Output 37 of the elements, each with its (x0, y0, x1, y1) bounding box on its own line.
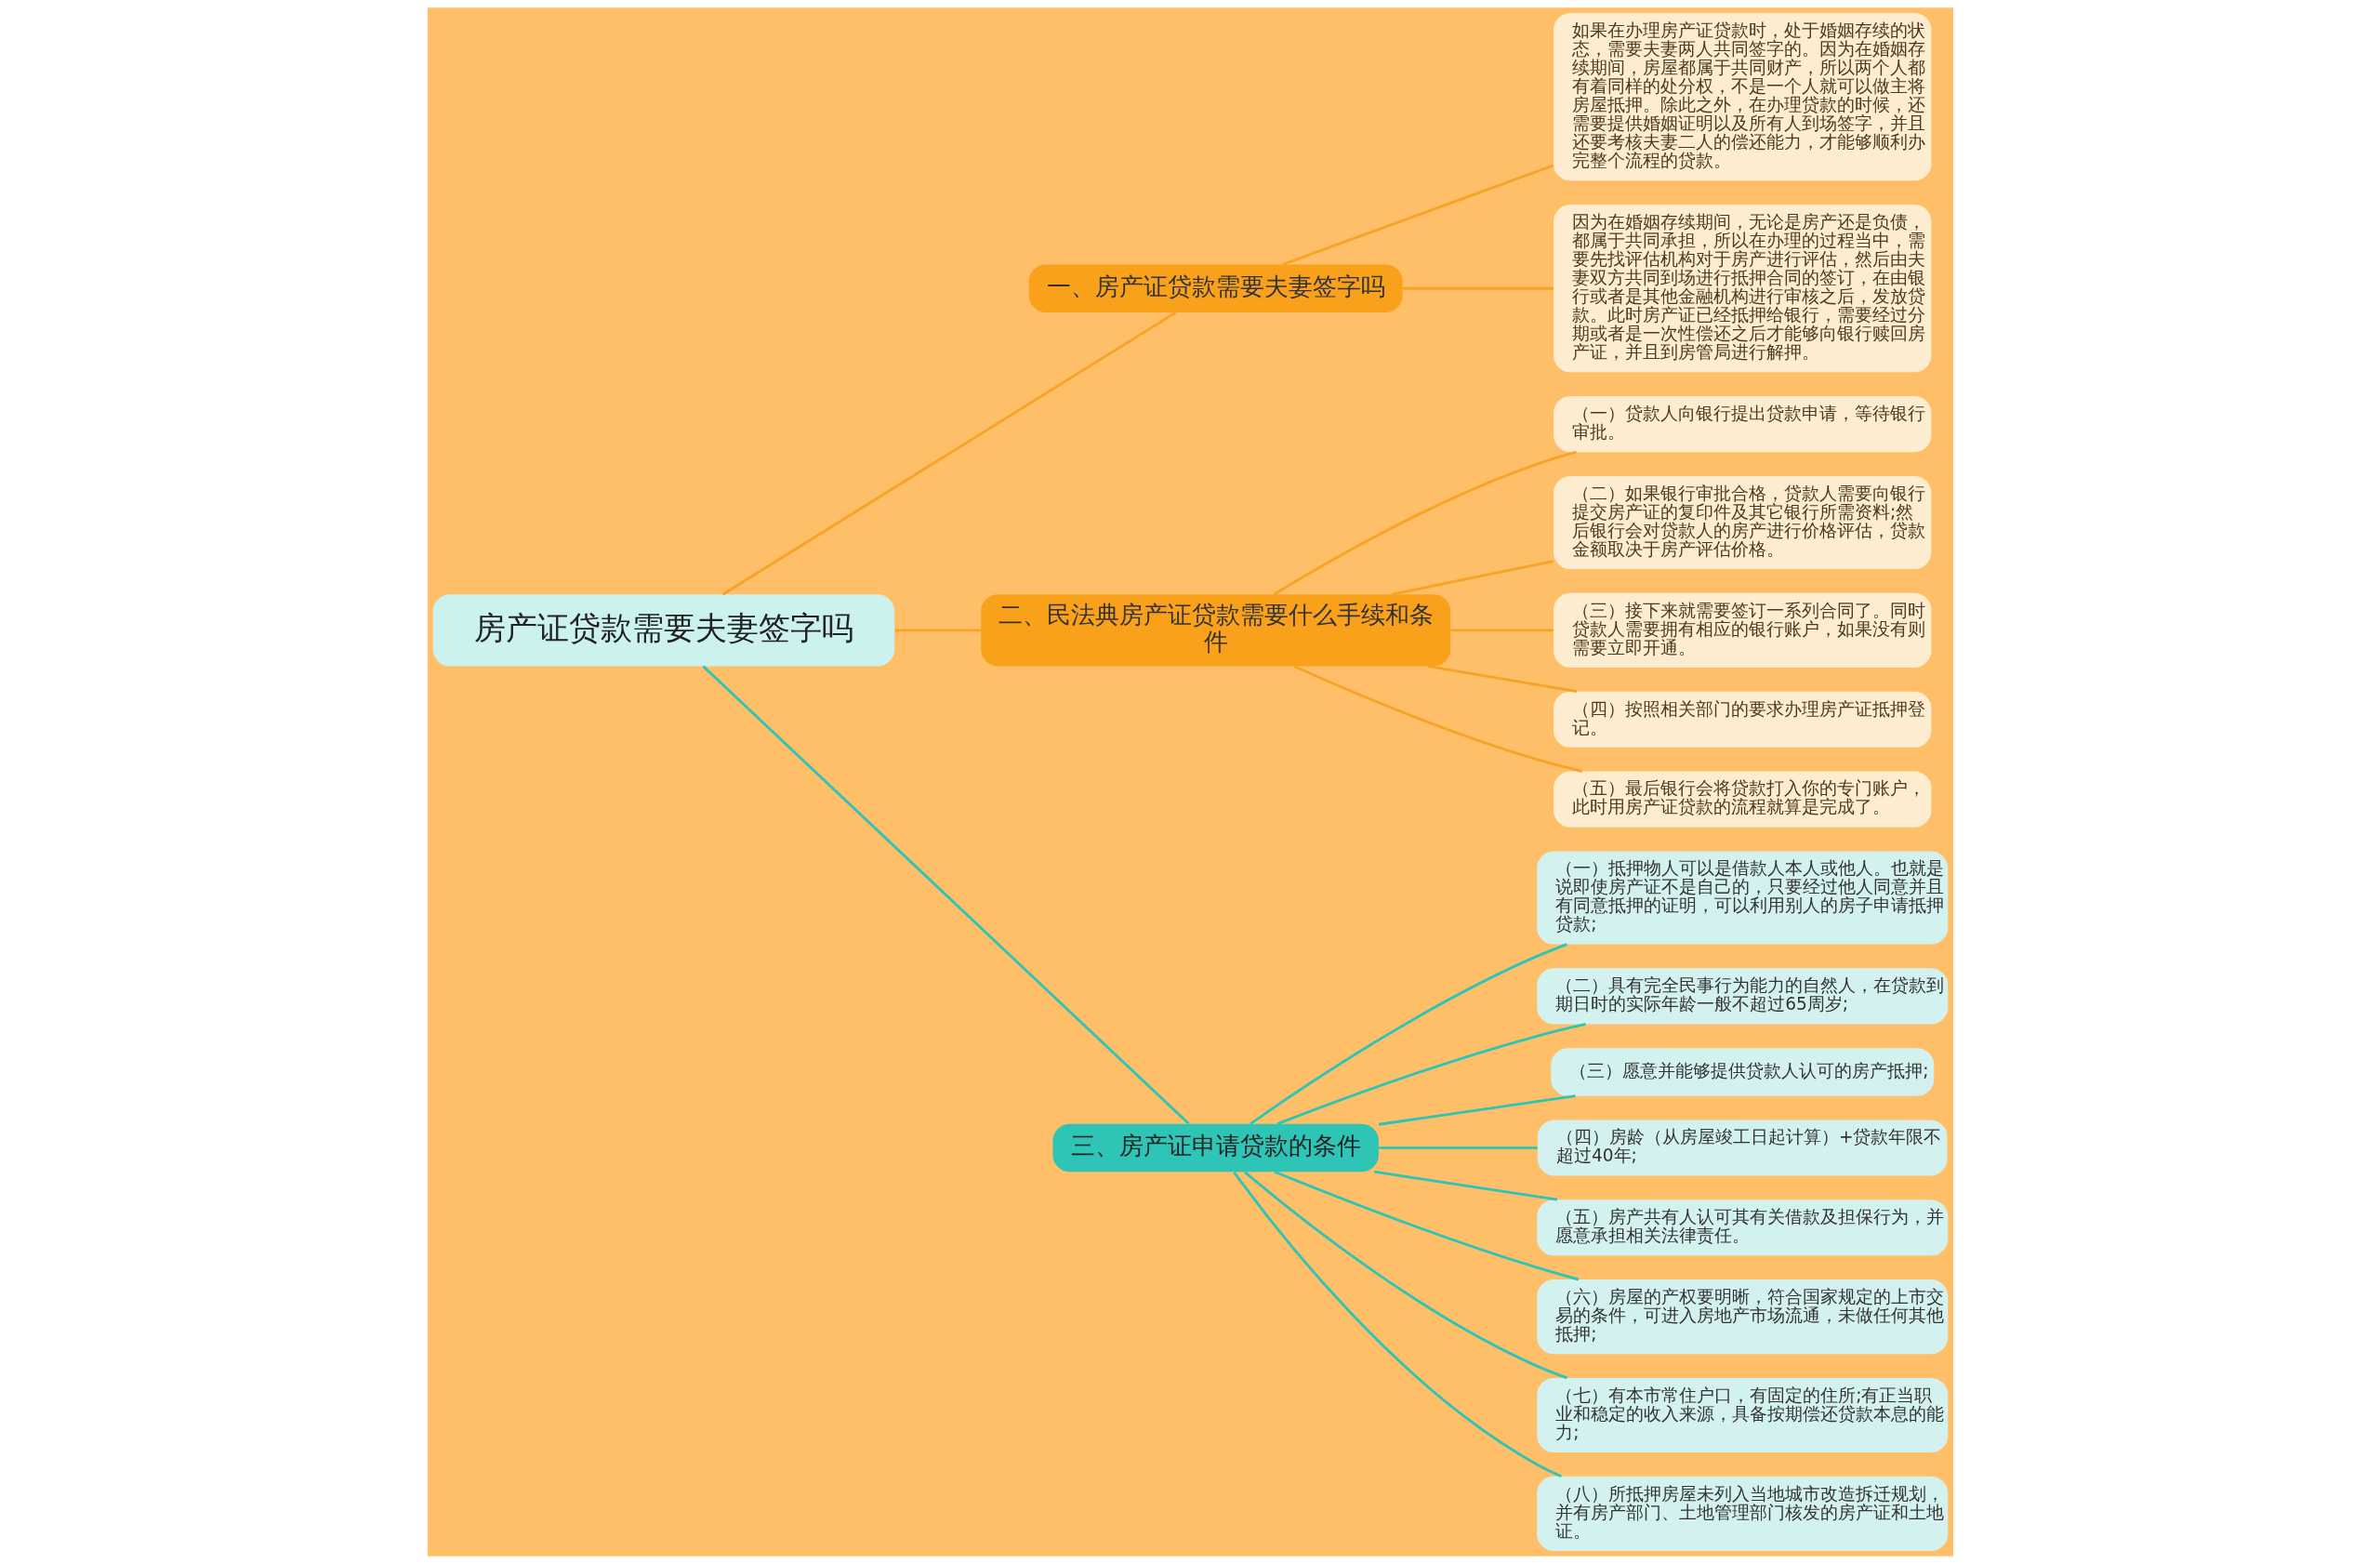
connector (1378, 1094, 1576, 1126)
connector (1232, 1171, 1562, 1478)
node-box: （四）房龄（从房屋竣工日起计算）+贷款年限不超过40年; (1537, 1120, 1948, 1176)
connector (1402, 286, 1554, 290)
node-box: 如果在办理房产证贷款时，处于婚姻存续的状态，需要夫妻两人共同签字的。因为在婚姻存续期间，房屋都属于共同财产，所以两个人都有着同样的处分权，不是一个人就可以做主将房屋抵押。除此之外，在办理贷款的时候，还需要提供婚姻证明以及所有人到场签字，并且还要考核夫妻二人的偿还能力，才能够顺利办完整个流程的贷款。 (1553, 13, 1931, 181)
node-box: 三、房产证申请贷款的条件 (1051, 1123, 1379, 1173)
node-box: 房产证贷款需要夫妻签字吗 (432, 594, 894, 667)
connector (1427, 665, 1577, 694)
connector (1281, 164, 1554, 266)
node-box: （七）有本市常住户口，有固定的住所;有正当职业和稳定的收入来源，具备按期偿还贷款本息的能力; (1536, 1377, 1948, 1453)
connector (1276, 1023, 1586, 1125)
connector (1391, 560, 1554, 596)
node-box: （二）如果银行审批合格，贷款人需要向银行提交房产证的复印件及其它银行所需资料;然后银行会对贷款人的房产进行价格评估，贷款金额取决于房产评估价格。 (1553, 475, 1931, 570)
connector (1249, 943, 1567, 1125)
node-box: （八）所抵押房屋未列入当地城市改造拆迁规划，并有房产部门、土地管理部门核发的房产证和土地证。 (1536, 1476, 1948, 1551)
connector (894, 629, 981, 632)
connector (1274, 1170, 1579, 1281)
node-box: 二、民法典房产证贷款需要什么手续和条件 (980, 594, 1450, 667)
node-box: （三）接下来就需要签订一系列合同了。同时贷款人需要拥有相应的银行账户，如果没有则需要立即开通。 (1553, 592, 1931, 668)
connector (1449, 629, 1554, 632)
connector (701, 665, 1189, 1125)
connector (1243, 1171, 1567, 1380)
node-box: （一）贷款人向银行提出贷款申请，等待银行审批。 (1553, 396, 1931, 453)
node-box: （五）最后银行会将贷款打入你的专门账户，此时用房产证贷款的流程就算是完成了。 (1553, 771, 1931, 828)
node-box: 因为在婚姻存续期间，无论是房产还是负债，都属于共同承担，所以在办理的过程当中，需要先找评估机构对于房产进行评估，然后由夫妻双方共同到场进行抵押合同的签订，在由银行或者是其他金融机构进行审核之后，发放贷款。此时房产证已经抵押给银行，需要经过分期或者是一次性偿还之后才能够向银行赎回房产证，并且到房管局进行解押。 (1553, 205, 1931, 373)
connector (1273, 450, 1577, 596)
node-box: （二）具有完全民事行为能力的自然人，在贷款到期日时的实际年龄一般不超过65周岁; (1536, 968, 1948, 1025)
connector (721, 311, 1176, 596)
node-box: （四）按照相关部门的要求办理房产证抵押登记。 (1553, 691, 1931, 748)
node-box: （五）房产共有人认可其有关借款及担保行为，并愿意承担相关法律责任。 (1536, 1200, 1948, 1256)
connector (1293, 665, 1582, 773)
node-box: （三）愿意并能够提供贷款人认可的房产抵押; (1550, 1048, 1934, 1096)
node-box: 一、房产证贷款需要夫妻签字吗 (1028, 264, 1403, 312)
connector (1373, 1170, 1557, 1201)
node-box: （六）房屋的产权要明晰，符合国家规定的上市交易的条件，可进入房地产市场流通，未做任何其他抵押; (1536, 1279, 1948, 1355)
connector (1378, 1146, 1538, 1149)
node-box: （一）抵押物人可以是借款人本人或他人。也就是说即使房产证不是自己的，只要经过他人同意并且有同意抵押的证明，可以利用别人的房子申请抵押贷款; (1536, 851, 1948, 945)
